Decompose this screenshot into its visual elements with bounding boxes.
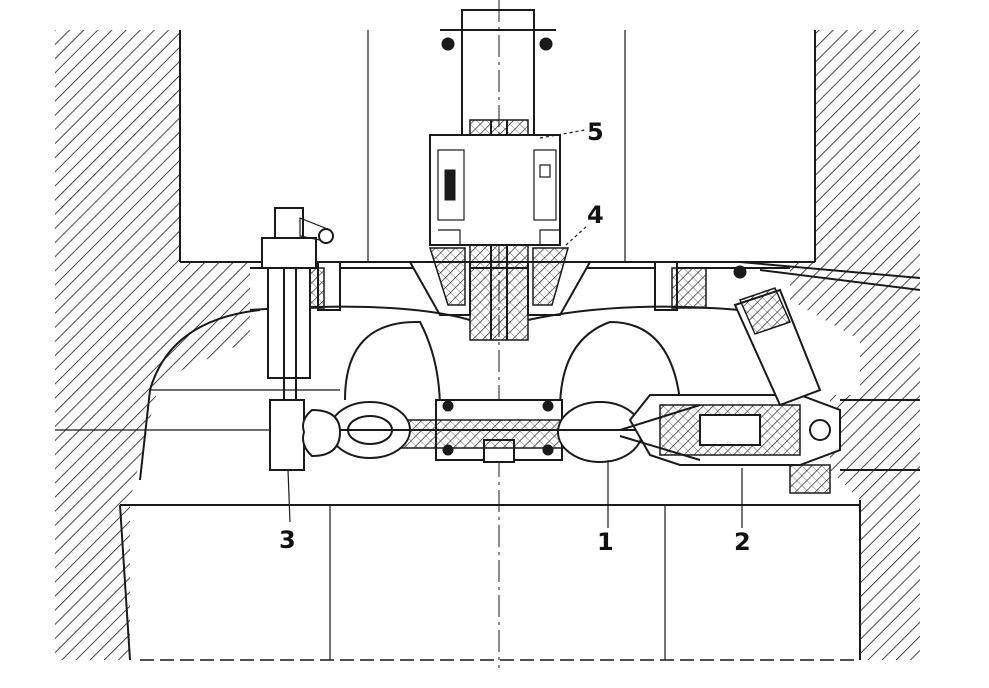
guide-bearing: [408, 247, 592, 316]
callout-5: 5: [587, 118, 604, 146]
lower-housing: [55, 389, 860, 661]
inclined-cylinder: [733, 261, 921, 407]
upper-bearing-assembly: [429, 134, 561, 246]
left-servo-rod: [261, 207, 342, 471]
callout-3: 3: [279, 526, 296, 554]
callout-leaders: [287, 129, 743, 528]
upper-flange-bolts: [299, 261, 707, 311]
right-servomotor: [619, 394, 920, 494]
left-foundation-wall: [55, 30, 250, 660]
callout-4: 4: [587, 201, 604, 229]
main-shaft: [440, 0, 556, 668]
right-foundation-wall: [790, 30, 920, 660]
dome-casing: [119, 305, 861, 661]
callout-1: 1: [597, 528, 614, 556]
linkage-bar: [310, 401, 643, 463]
callout-2: 2: [734, 528, 751, 556]
